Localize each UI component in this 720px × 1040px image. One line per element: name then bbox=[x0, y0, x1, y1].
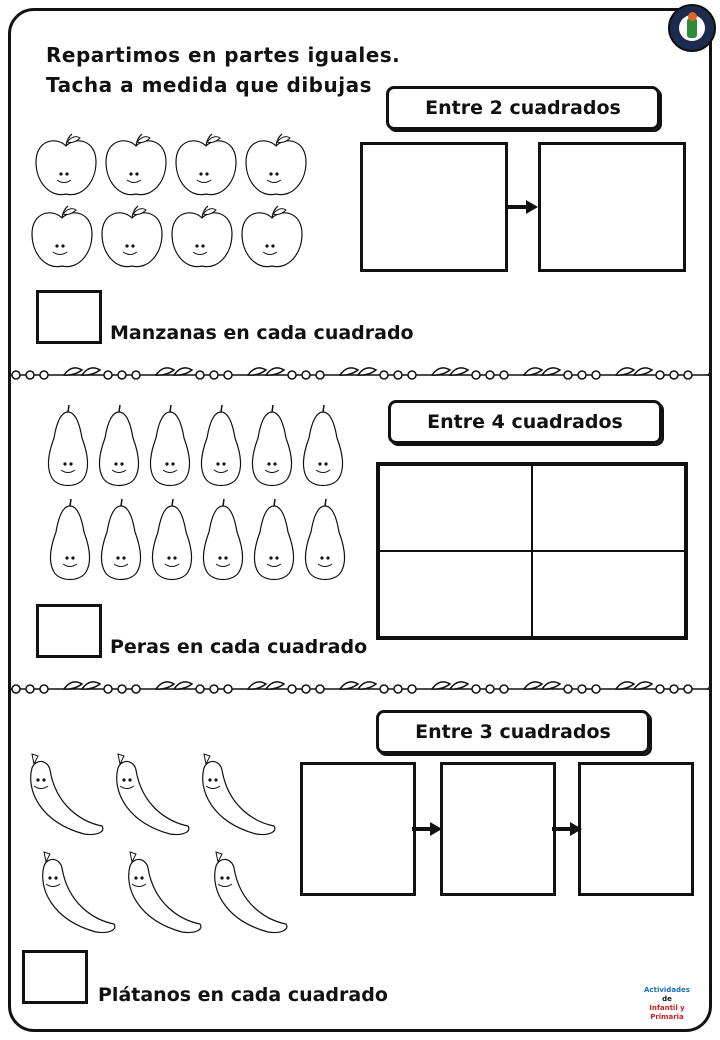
banana-icon bbox=[128, 851, 202, 934]
decorative-divider bbox=[10, 681, 710, 694]
answer-box-apples[interactable] bbox=[36, 290, 102, 344]
arrow-icon bbox=[508, 200, 538, 214]
pear-icon bbox=[304, 498, 346, 581]
decorative-divider bbox=[10, 367, 710, 380]
split-square-2[interactable] bbox=[440, 762, 556, 896]
split-cell-2[interactable] bbox=[532, 465, 685, 551]
split-square-2[interactable] bbox=[538, 142, 686, 272]
answer-label-pears: Peras en cada cuadrado bbox=[110, 636, 368, 658]
pear-icon bbox=[151, 498, 193, 581]
pear-icon bbox=[253, 498, 295, 581]
pear-icon bbox=[100, 498, 142, 581]
pear-icon bbox=[149, 404, 191, 487]
split-square-3[interactable] bbox=[578, 762, 694, 896]
banana-icon bbox=[214, 851, 288, 934]
pear-icon bbox=[202, 498, 244, 581]
pear-icon bbox=[302, 404, 344, 487]
split-grid-4 bbox=[376, 462, 688, 640]
apple-icon bbox=[171, 205, 233, 268]
apple-icon bbox=[105, 133, 167, 196]
instructions: Repartimos en partes iguales. Tacha a me… bbox=[46, 40, 400, 100]
credit-logo: Actividades de Infantil y Primaria bbox=[632, 986, 702, 1022]
banana-icon bbox=[30, 753, 104, 836]
pear-group bbox=[40, 402, 350, 584]
apple-icon bbox=[101, 205, 163, 268]
split-cell-4[interactable] bbox=[532, 551, 685, 637]
answer-box-bananas[interactable] bbox=[22, 950, 88, 1004]
credit-line-3: Infantil y Primaria bbox=[649, 1004, 685, 1021]
apple-icon bbox=[245, 133, 307, 196]
answer-label-bananas: Plátanos en cada cuadrado bbox=[98, 984, 388, 1006]
instruction-line-1: Repartimos en partes iguales. bbox=[46, 43, 401, 67]
section-2-title: Entre 4 cuadrados bbox=[388, 400, 662, 444]
apple-group bbox=[28, 128, 318, 278]
apple-icon bbox=[175, 133, 237, 196]
banana-group bbox=[18, 748, 298, 944]
apple-icon bbox=[31, 205, 93, 268]
pear-icon bbox=[47, 404, 89, 487]
apple-icon bbox=[35, 133, 97, 196]
section-3-title: Entre 3 cuadrados bbox=[376, 710, 650, 754]
instruction-line-2: Tacha a medida que dibujas bbox=[46, 73, 372, 97]
apple-icon bbox=[241, 205, 303, 268]
split-cell-1[interactable] bbox=[379, 465, 532, 551]
credit-line-2: de bbox=[662, 995, 672, 1003]
answer-label-apples: Manzanas en cada cuadrado bbox=[110, 322, 414, 344]
banana-icon bbox=[42, 851, 116, 934]
worksheet-border bbox=[8, 8, 712, 1032]
arrow-icon bbox=[552, 822, 582, 836]
pear-icon bbox=[98, 404, 140, 487]
split-square-1[interactable] bbox=[360, 142, 508, 272]
banana-icon bbox=[116, 753, 190, 836]
arrow-icon bbox=[412, 822, 442, 836]
pear-icon bbox=[200, 404, 242, 487]
pear-icon bbox=[251, 404, 293, 487]
section-1-title: Entre 2 cuadrados bbox=[386, 86, 660, 130]
split-cell-3[interactable] bbox=[379, 551, 532, 637]
credit-line-1: Actividades bbox=[644, 986, 690, 994]
split-square-1[interactable] bbox=[300, 762, 416, 896]
answer-box-pears[interactable] bbox=[36, 604, 102, 658]
site-logo bbox=[668, 4, 716, 52]
banana-icon bbox=[202, 753, 276, 836]
pear-icon bbox=[49, 498, 91, 581]
